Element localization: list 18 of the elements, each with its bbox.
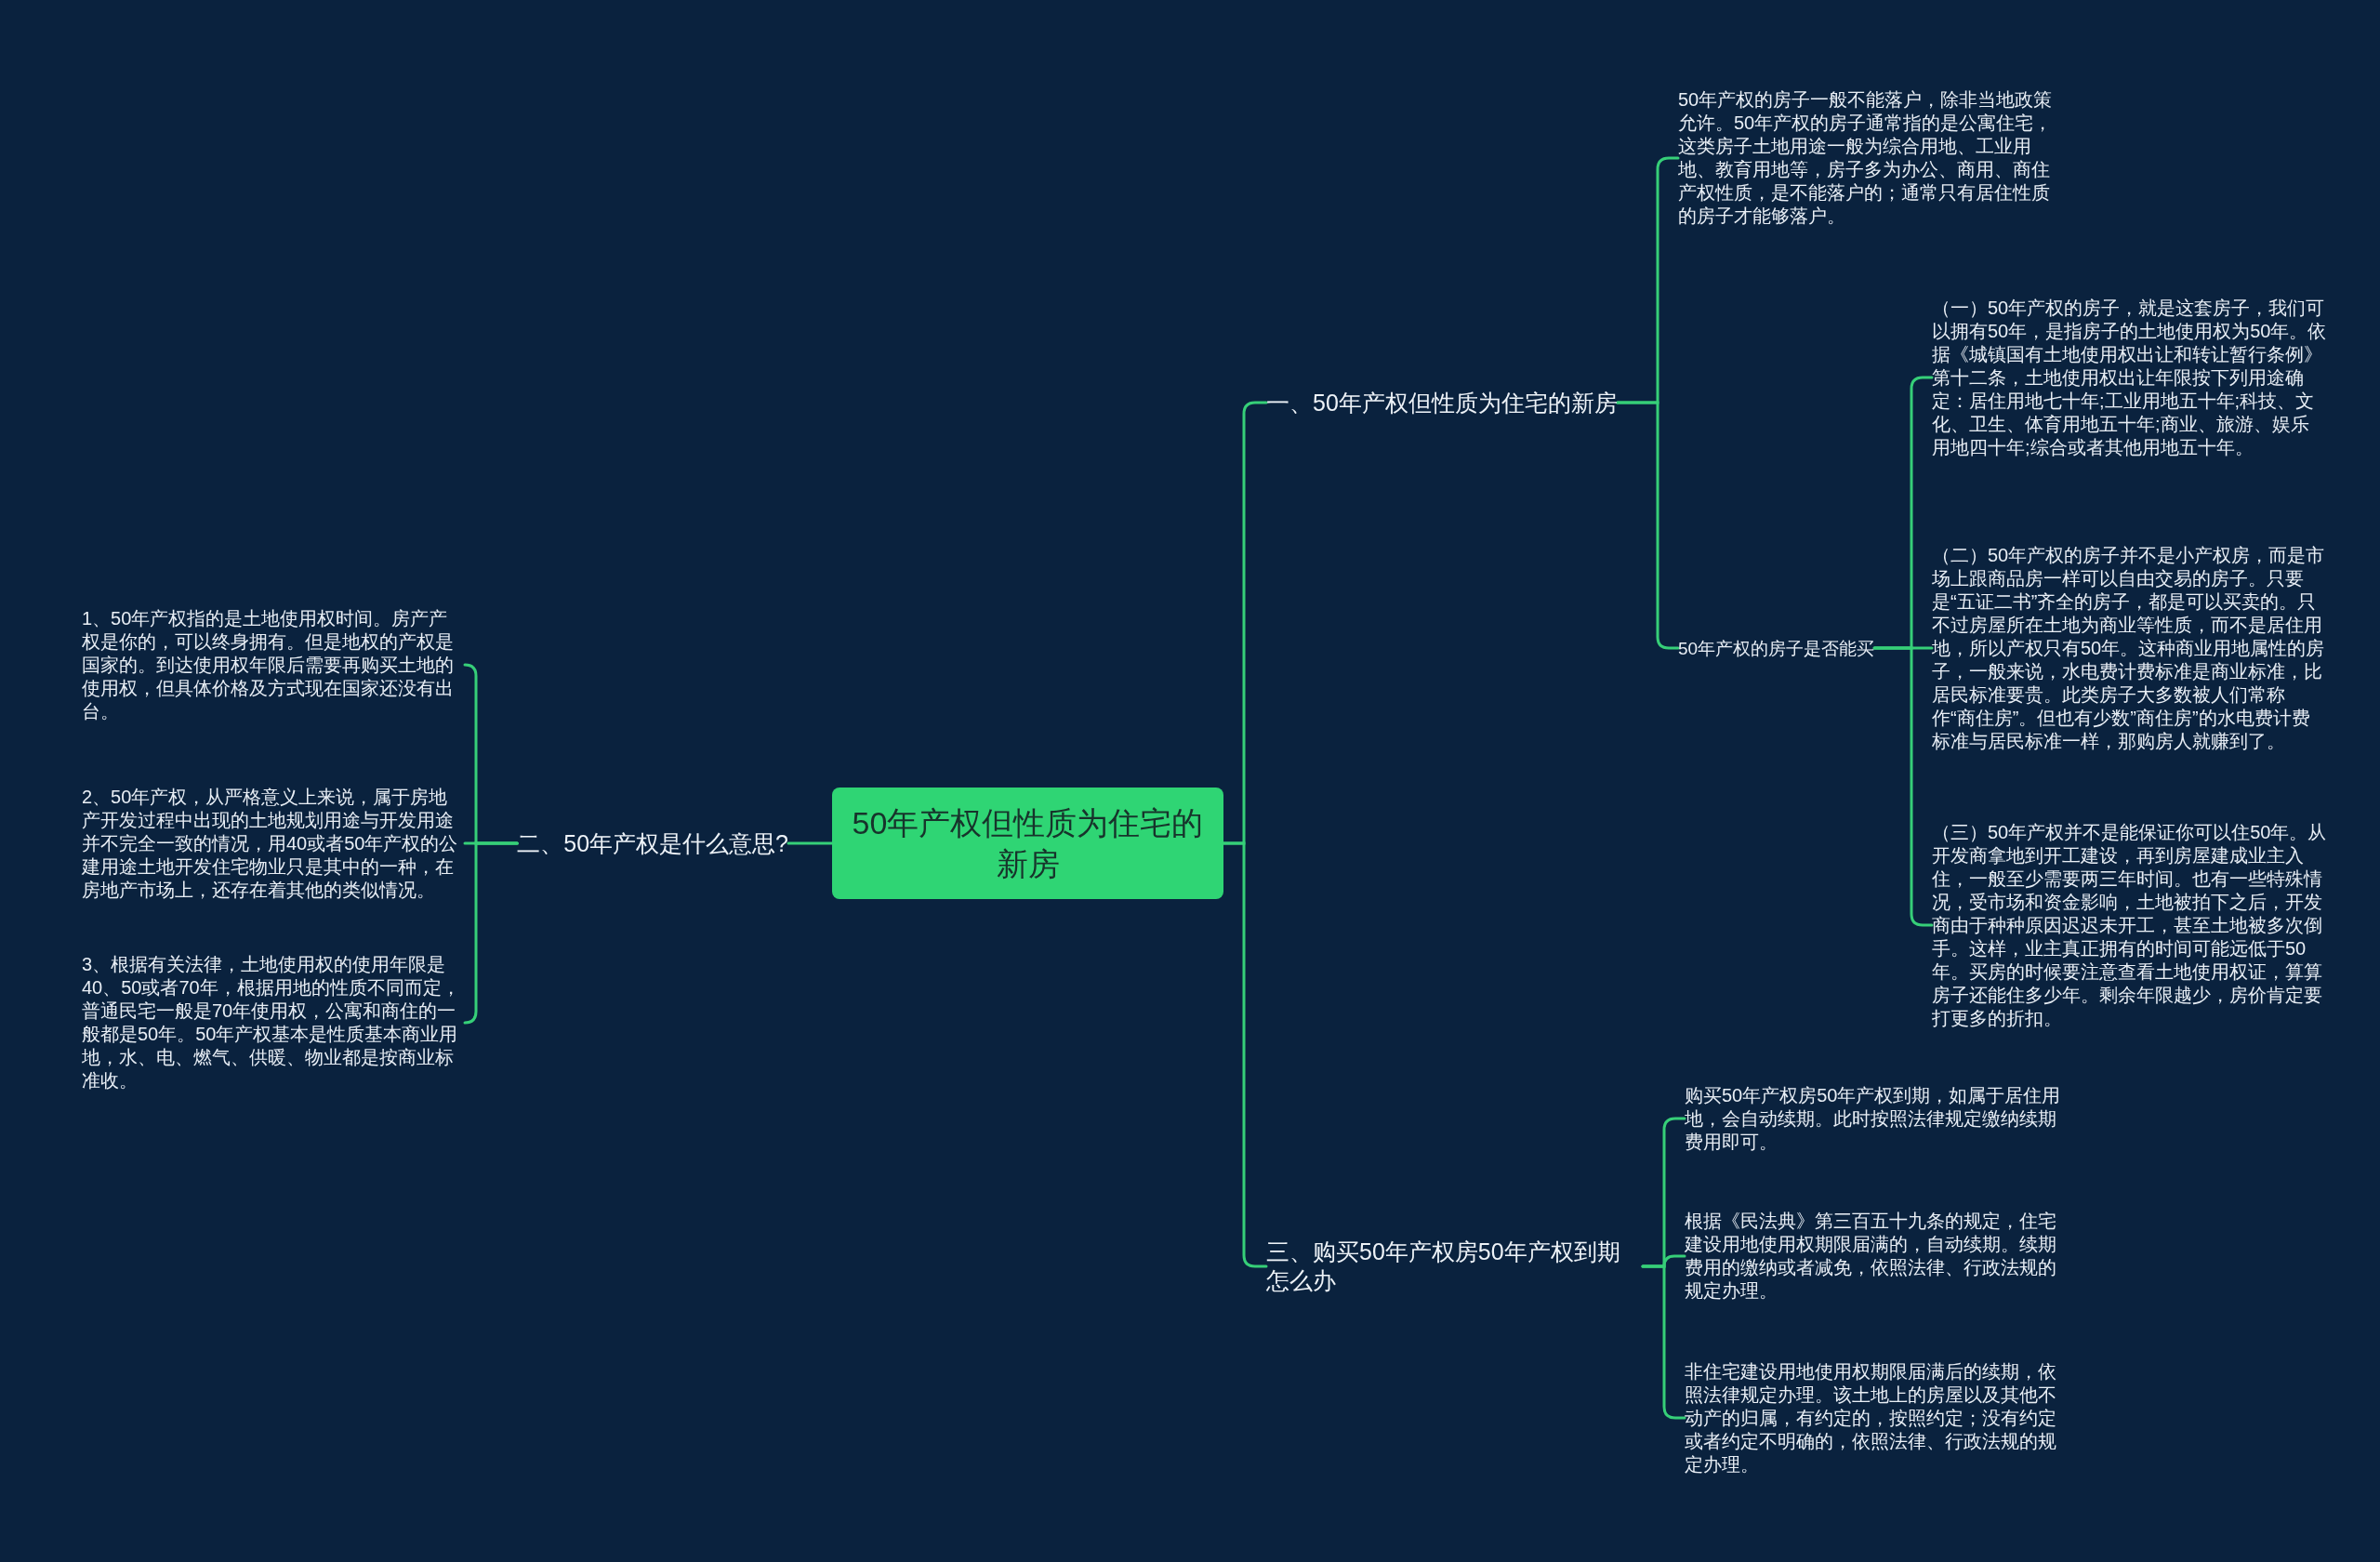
branch-topic: 三、购买50年产权房50年产权到期怎么办 (1266, 1238, 1643, 1295)
note-text: （二）50年产权的房子并不是小产权房，而是市场上跟商品房一样可以自由交易的房子。只要是“五证二书”齐全的房子，都是可以买卖的。只不过房屋所在土地为商业等性质，而不是居住用地，所以产权只有50年。这种商业用地属性的房子，一般来说，水电费计费标准是商业标准，比居民标准要贵。此类房子大多数被人们常称作“商住房”。但也有少数”商住房”的水电费计费标准与居民标准一样，那购房人就赚到了。 (1932, 543, 2327, 753)
note-text: 购买50年产权房50年产权到期，如属于居住用地，会自动续期。此时按照法律规定缴纳续期费用即可。 (1685, 1083, 2066, 1154)
central-topic: 50年产权但性质为住宅的新房 (832, 788, 1223, 899)
note-text: 3、根据有关法律，土地使用权的使用年限是40、50或者70年，根据用地的性质不同而定，普通民宅一般是70年使用权，公寓和商住的一般都是50年。50年产权基本是性质基本商业用地，水、电、燃气、供暖、物业都是按商业标准收。 (82, 953, 465, 1092)
note-text: 2、50年产权，从严格意义上来说，属于房地产开发过程中出现的土地规划用途与开发用途并不完全一致的情况，用40或者50年产权的公建用途土地开发住宅物业只是其中的一种，在房地产市场上，还存在着其他的类似情况。 (82, 785, 465, 902)
connector-line (787, 841, 834, 845)
branch-topic: 一、50年产权但性质为住宅的新房 (1266, 388, 1618, 417)
note-text: （一）50年产权的房子，就是这套房子，我们可以拥有50年，是指房子的土地使用权为50年。依据《城镇国有土地使用权出让和转让暂行条例》第十二条，土地使用权出让年限按下列用途确定：居住用地七十年;工业用地五十年;科技、文化、卫生、体育用地五十年;商业、旅游、娱乐用地四十年;综合或者其他用地五十年。 (1932, 296, 2327, 459)
note-text: 根据《民法典》第三百五十九条的规定，住宅建设用地使用权期限届满的，自动续期。续期费用的缴纳或者减免，依照法律、行政法规的规定办理。 (1685, 1210, 2066, 1303)
note-text: 50年产权的房子一般不能落户，除非当地政策允许。50年产权的房子通常指的是公寓住宅，这类房子土地用途一般为综合用地、工业用地、教育用地等，房子多为办公、商用、商住产权性质，是不能落户的；通常只有居住性质的房子才能够落户。 (1678, 88, 2059, 228)
branch-topic: 二、50年产权是什么意思? (517, 828, 788, 858)
note-text: （三）50年产权并不是能保证你可以住50年。从开发商拿地到开工建设，再到房屋建成业主入住，一般至少需要两三年时间。也有一些特殊情况，受市场和资金影响，土地被拍下之后，开发商由于种种原因迟迟未开工，甚至土地被多次倒手。这样，业主真正拥有的时间可能远低于50年。买房的时候要注意查看土地使用权证，算算房子还能住多少年。剩余年限越少，房价肯定要打更多的折扣。 (1932, 820, 2327, 1030)
note-text: 1、50年产权指的是土地使用权时间。房产产权是你的，可以终身拥有。但是地权的产权是国家的。到达使用权年限后需要再购买土地的使用权，但具体价格及方式现在国家还没有出台。 (82, 606, 465, 723)
connector-line (463, 841, 519, 1025)
connector-line (1222, 841, 1268, 1268)
note-text: 非住宅建设用地使用权期限届满后的续期，依照法律规定办理。该土地上的房屋以及其他不动产的归属，有约定的，按照约定；没有约定或者约定不明确的，依照法律、行政法规的规定办理。 (1685, 1359, 2066, 1476)
subtopic: 50年产权的房子是否能买 (1678, 636, 1875, 660)
